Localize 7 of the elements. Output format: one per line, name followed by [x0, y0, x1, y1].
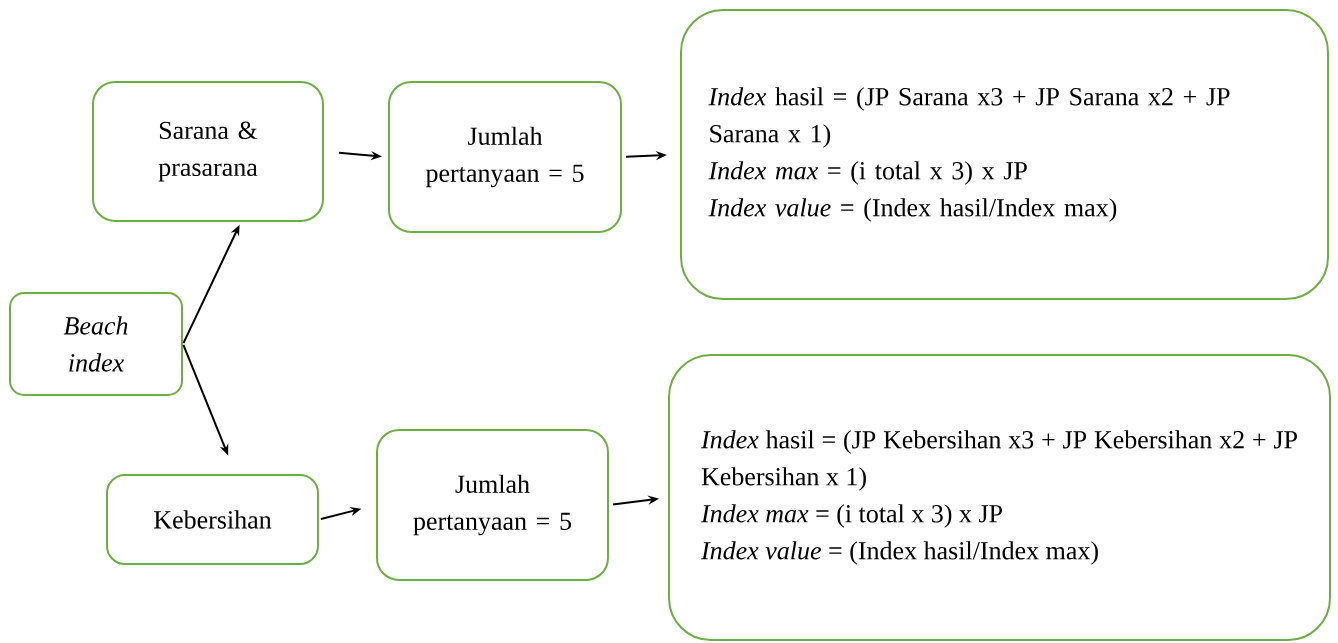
process-box: Jumlah pertanyaan = 5: [376, 429, 609, 581]
formula-box: Index hasil = (JP Sarana x3 + JP Sarana x2 + JP Sarana x 1) Index max = (i total x 3) x JP Index value = (Index hasil/Index max): [680, 9, 1329, 300]
formula-box: Index hasil = (JP Kebersihan x3 + JP Kebersihan x2 + JP Kebersihan x 1) Index max = (i total x 3) x JP Index value = (Index hasil/Index max): [668, 354, 1331, 641]
process-box: Jumlah pertanyaan = 5: [388, 81, 622, 233]
process-box: Sarana & prasarana: [92, 81, 324, 222]
process-box: Kebersihan: [106, 474, 319, 565]
process-box: Beach index: [9, 292, 183, 396]
